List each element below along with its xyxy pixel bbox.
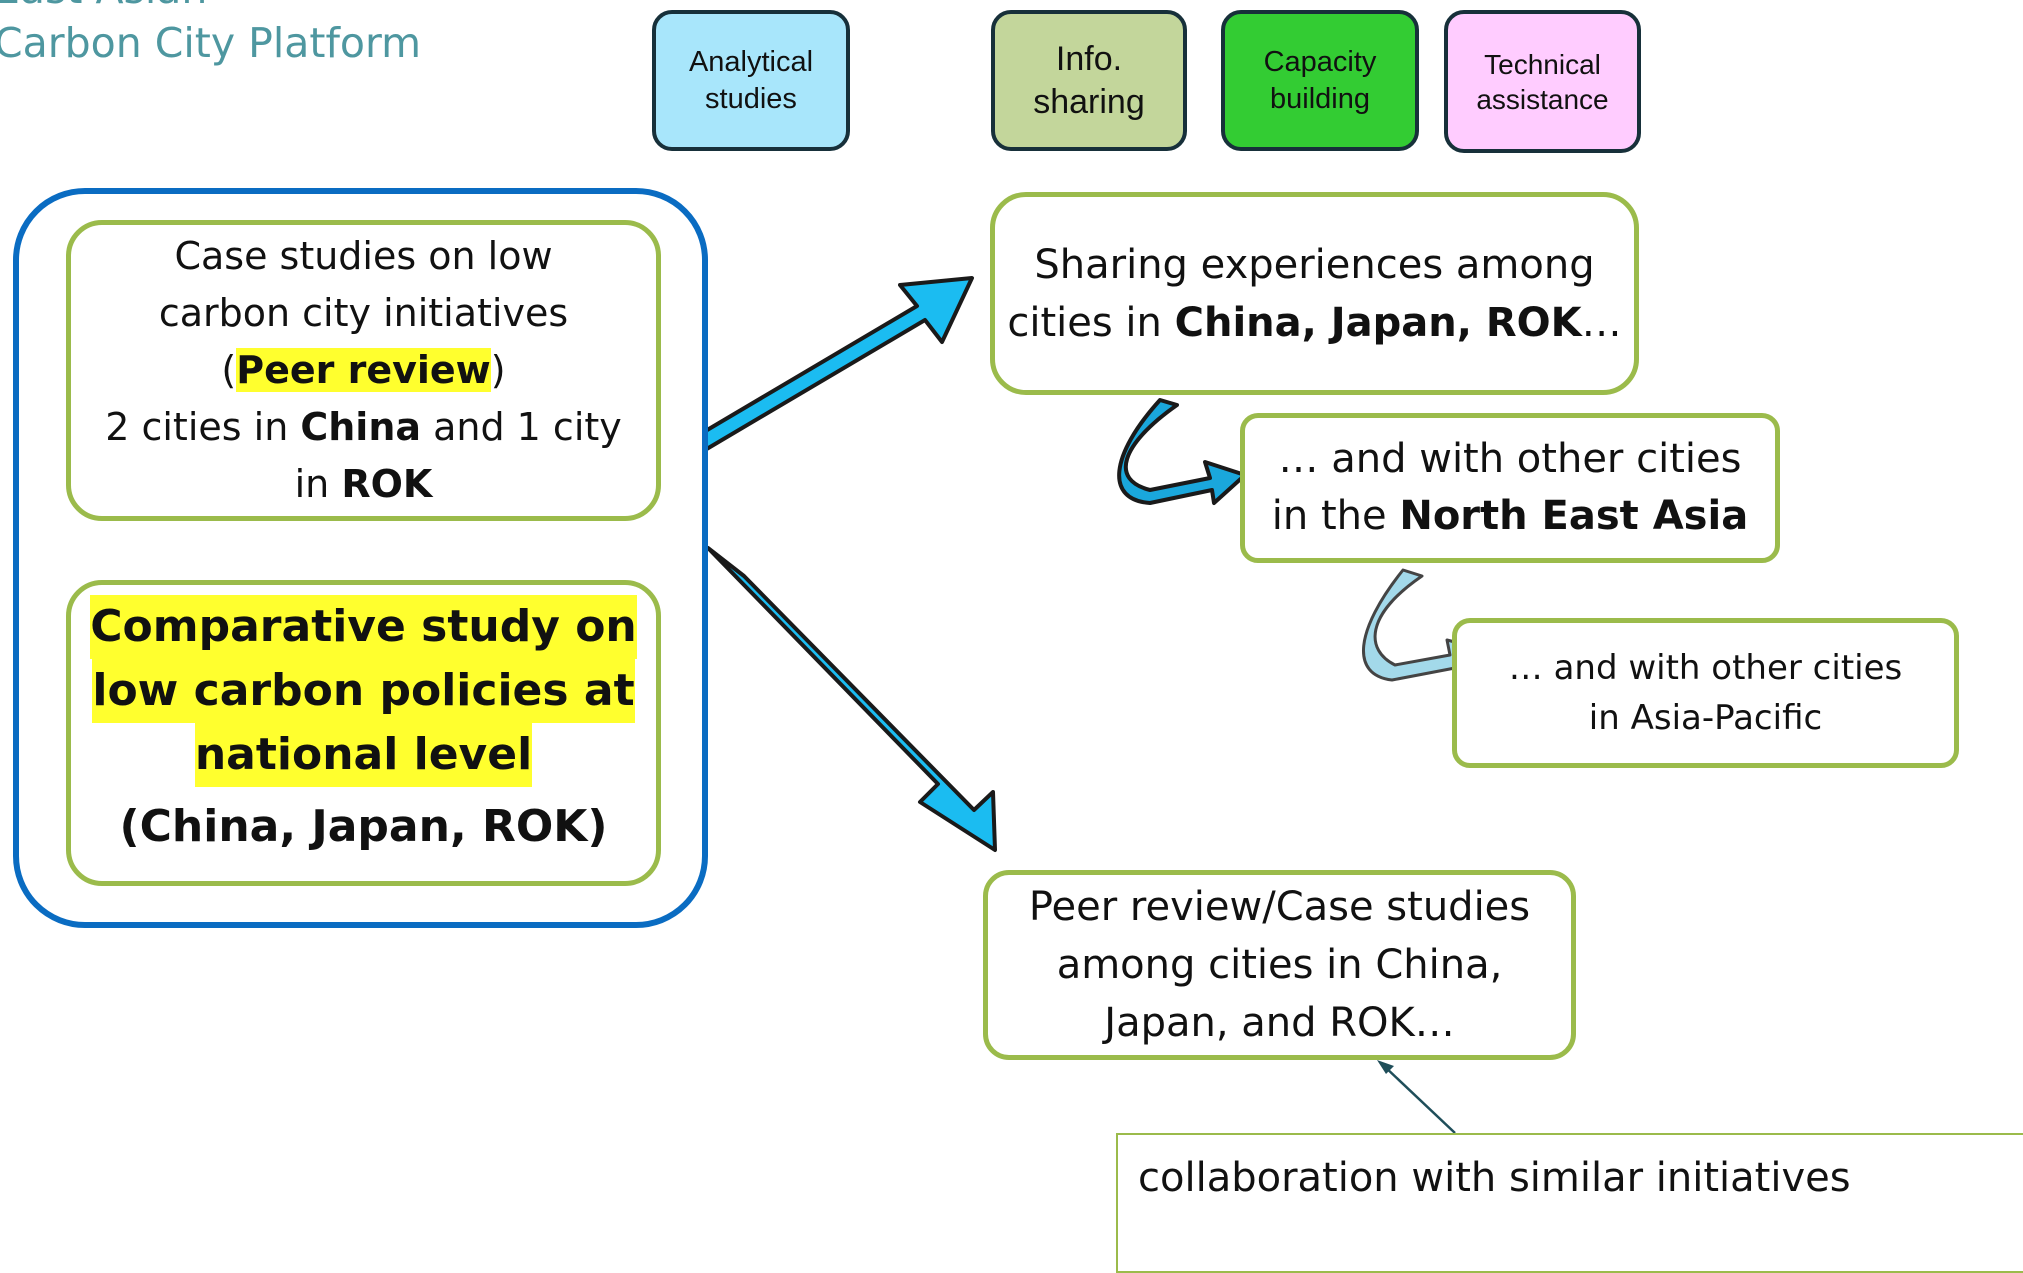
sharing-line-2: cities in China, Japan, ROK…	[1007, 299, 1622, 346]
comparative-line-3: national level	[194, 723, 533, 787]
logo-line-1: East Asian	[0, 0, 421, 16]
peer-review-box: Peer review/Case studies among cities in…	[983, 870, 1576, 1060]
peer-line-1: Peer review/Case studies	[1028, 884, 1531, 930]
curved-arrow-northeast	[1117, 398, 1247, 505]
case-line-1: Case studies on low	[174, 234, 553, 278]
north-east-asia-box: … and with other cities in the North Eas…	[1240, 413, 1780, 563]
comparative-countries: (China, Japan, ROK)	[119, 801, 608, 852]
northeast-line-1: … and with other cities	[1278, 436, 1742, 482]
arrow-to-sharing	[695, 276, 974, 452]
collaboration-connector-line	[1382, 1064, 1456, 1134]
northeast-line-2: in the North East Asia	[1271, 493, 1749, 539]
platform-logo: East Asian Carbon City Platform	[0, 0, 421, 70]
comparative-line-1: Comparative study on	[90, 595, 637, 659]
category-capacity-building: Capacity building	[1221, 10, 1419, 151]
arrow-to-peer-review	[706, 546, 997, 852]
category-technical-assistance: Technical assistance	[1444, 10, 1641, 153]
peer-review-highlight: Peer review	[236, 348, 491, 392]
category-technical-label: Technical assistance	[1476, 48, 1609, 115]
sharing-experiences-box: Sharing experiences among cities in Chin…	[990, 192, 1639, 395]
peer-line-3: Japan, and ROK…	[1104, 1000, 1455, 1046]
category-info-sharing: Info. sharing	[991, 10, 1187, 151]
asiapacific-line-1: … and with other cities	[1508, 648, 1903, 688]
category-capacity-label: Capacity building	[1263, 46, 1377, 115]
case-line-5: in ROK	[294, 462, 433, 506]
category-analytical-studies: Analytical studies	[652, 10, 850, 151]
category-info-label: Info. sharing	[1033, 40, 1145, 121]
case-line-2: carbon city initiatives	[158, 291, 569, 335]
case-studies-box: Case studies on low carbon city initiati…	[66, 220, 661, 521]
collaboration-arrowhead	[1377, 1060, 1394, 1074]
category-analytical-label: Analytical studies	[688, 46, 814, 115]
sharing-line-1: Sharing experiences among	[1034, 241, 1595, 288]
collaboration-text: collaboration with similar initiatives	[1138, 1155, 1851, 1201]
comparative-study-box: Comparative study on low carbon policies…	[66, 580, 661, 886]
collaboration-box: collaboration with similar initiatives	[1116, 1133, 2023, 1273]
asiapacific-line-2: in Asia-Pacific	[1588, 698, 1823, 738]
case-line-4: 2 cities in China and 1 city	[105, 405, 622, 449]
comparative-line-2: low carbon policies at	[92, 659, 635, 723]
logo-line-2: Carbon City Platform	[0, 19, 422, 67]
asia-pacific-box: … and with other cities in Asia-Pacific	[1452, 618, 1959, 768]
peer-line-2: among cities in China,	[1056, 942, 1503, 988]
case-line-3: (Peer review)	[221, 348, 506, 392]
